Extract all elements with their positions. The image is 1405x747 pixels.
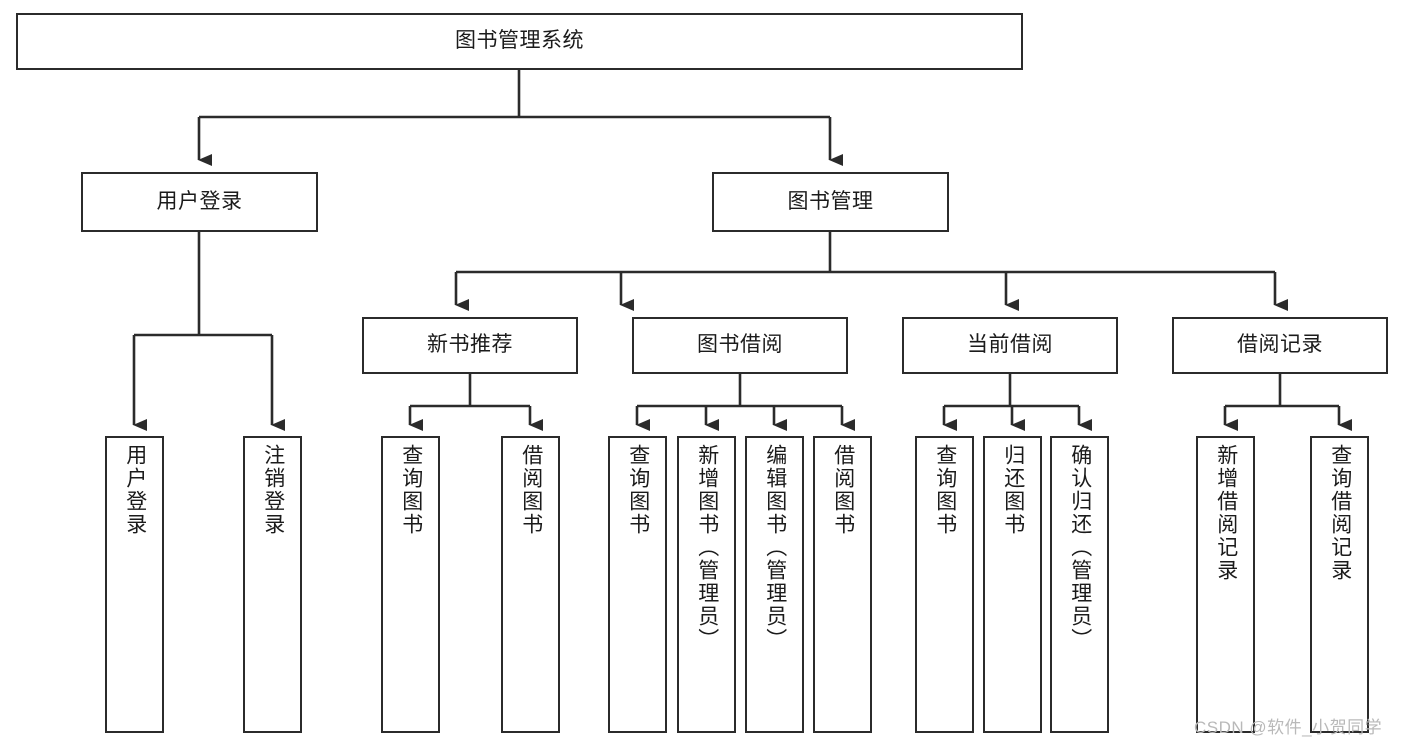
leaf-query-book-1-label: 查询图书: [399, 444, 423, 536]
leaf-query-record-label: 查询借阅记录: [1328, 444, 1352, 582]
leaf-add-record[interactable]: 新增借阅记录: [1196, 436, 1255, 733]
node-root-label: 图书管理系统: [455, 29, 584, 53]
csdn-watermark: CSDN @软件_小贺同学: [1194, 718, 1383, 737]
leaf-query-book-3[interactable]: 查询图书: [915, 436, 974, 733]
node-borrow-record-label: 借阅记录: [1237, 333, 1323, 357]
leaf-user-login[interactable]: 用户登录: [105, 436, 164, 733]
node-root[interactable]: 图书管理系统: [16, 13, 1023, 70]
node-book-borrow-label: 图书借阅: [697, 333, 783, 357]
leaf-edit-book[interactable]: 编辑图书（管理员）: [745, 436, 804, 733]
node-book-management-label: 图书管理: [787, 189, 874, 213]
leaf-user-logout[interactable]: 注销登录: [243, 436, 302, 733]
leaf-add-book-label: 新增图书（管理员）: [695, 444, 719, 651]
leaf-query-book-1[interactable]: 查询图书: [381, 436, 440, 733]
leaf-edit-book-label: 编辑图书（管理员）: [763, 444, 787, 651]
node-current-borrow-label: 当前借阅: [967, 333, 1053, 357]
leaf-user-logout-label: 注销登录: [261, 444, 285, 536]
leaf-add-record-label: 新增借阅记录: [1214, 444, 1238, 582]
node-borrow-record[interactable]: 借阅记录: [1172, 317, 1388, 374]
node-user-login-label: 用户登录: [156, 189, 243, 213]
node-new-book-recommend-label: 新书推荐: [427, 333, 513, 357]
leaf-query-book-3-label: 查询图书: [933, 444, 957, 536]
leaf-query-record[interactable]: 查询借阅记录: [1310, 436, 1369, 733]
leaf-confirm-return-label: 确认归还（管理员）: [1068, 444, 1092, 651]
leaf-return-book[interactable]: 归还图书: [983, 436, 1042, 733]
leaf-borrow-book-2[interactable]: 借阅图书: [813, 436, 872, 733]
leaf-confirm-return[interactable]: 确认归还（管理员）: [1050, 436, 1109, 733]
leaf-borrow-book-2-label: 借阅图书: [831, 444, 855, 536]
leaf-return-book-label: 归还图书: [1001, 444, 1025, 536]
node-new-book-recommend[interactable]: 新书推荐: [362, 317, 578, 374]
node-book-management[interactable]: 图书管理: [712, 172, 949, 232]
node-book-borrow[interactable]: 图书借阅: [632, 317, 848, 374]
leaf-query-book-2-label: 查询图书: [626, 444, 650, 536]
node-user-login[interactable]: 用户登录: [81, 172, 318, 232]
leaf-borrow-book-1-label: 借阅图书: [519, 444, 543, 536]
node-current-borrow[interactable]: 当前借阅: [902, 317, 1118, 374]
leaf-add-book[interactable]: 新增图书（管理员）: [677, 436, 736, 733]
leaf-query-book-2[interactable]: 查询图书: [608, 436, 667, 733]
leaf-user-login-label: 用户登录: [123, 444, 147, 536]
leaf-borrow-book-1[interactable]: 借阅图书: [501, 436, 560, 733]
